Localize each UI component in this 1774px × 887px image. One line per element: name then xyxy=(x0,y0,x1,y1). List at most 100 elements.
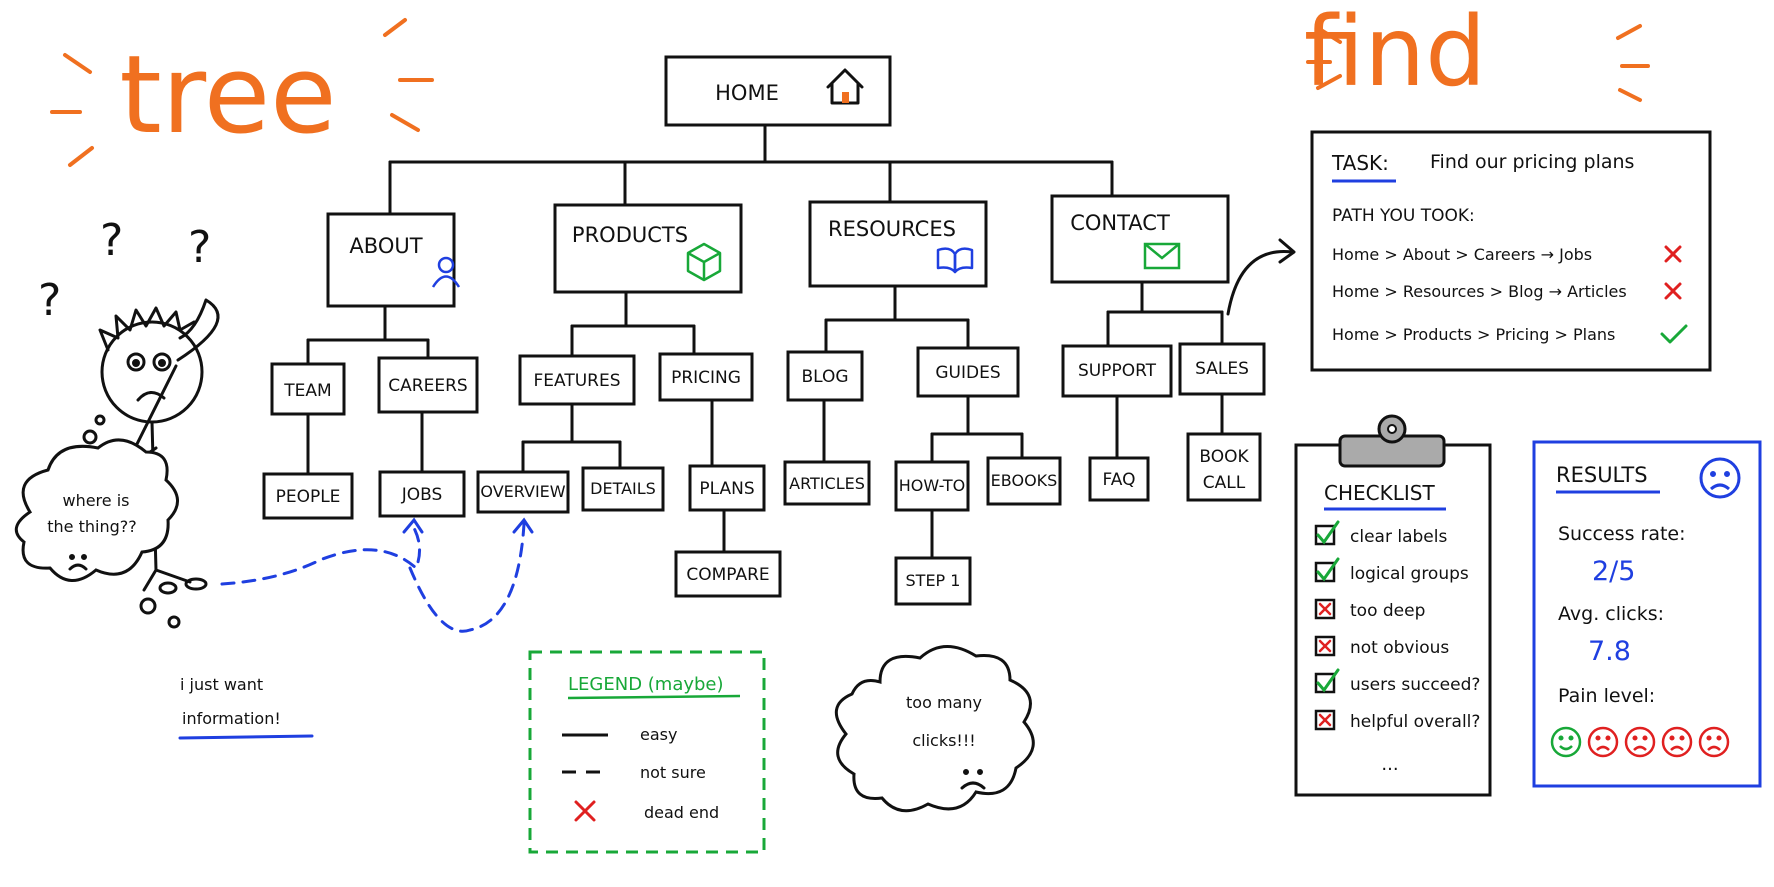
checklist-item: too deep xyxy=(1314,598,1425,621)
question-marks: ? ? ? xyxy=(38,215,211,326)
user-icon xyxy=(431,256,461,288)
path-row: Home > Resources > Blog → Articles xyxy=(1332,282,1682,301)
cloud-line-2: clicks!!! xyxy=(912,731,975,750)
node-how-to: HOW-TO xyxy=(894,460,970,512)
node-blog-label: BLOG xyxy=(801,367,848,387)
node-products-label: PRODUCTS xyxy=(572,223,688,247)
node-details-label: DETAILS xyxy=(590,479,656,498)
sad-face-icon xyxy=(1661,726,1693,758)
node-details: DETAILS xyxy=(581,466,665,512)
node-team: TEAM xyxy=(270,362,346,416)
caption-line-1: i just want xyxy=(180,675,263,694)
node-step-1: STEP 1 xyxy=(894,556,972,606)
book-icon xyxy=(936,247,974,274)
legend-item-dead-end: dead end xyxy=(644,803,719,822)
node-guides-label: GUIDES xyxy=(935,363,1000,383)
title-find-group: find xyxy=(1304,0,1650,108)
path-text: Home > About > Careers → Jobs xyxy=(1332,245,1592,264)
fail-x-icon xyxy=(1664,282,1682,300)
node-about: ABOUT xyxy=(326,212,461,308)
box-icon xyxy=(686,242,722,282)
node-about-label: ABOUT xyxy=(349,234,422,258)
thought-line-1: where is xyxy=(62,491,129,510)
node-guides: GUIDES xyxy=(916,346,1020,398)
node-blog: BLOG xyxy=(786,350,864,402)
node-plans-label: PLANS xyxy=(699,479,754,499)
node-compare: COMPARE xyxy=(674,550,782,598)
thought-cloud-left: where is the thing?? xyxy=(14,414,181,629)
check-icon xyxy=(1316,557,1340,582)
title-tree-group: tree xyxy=(50,18,434,167)
fail-x-icon xyxy=(1664,245,1682,263)
question-mark-3: ? xyxy=(188,222,211,273)
node-features: FEATURES xyxy=(518,354,636,406)
checklist-item: clear labels xyxy=(1314,520,1447,547)
arrow-to-task xyxy=(1226,238,1296,316)
checklist-more: ... xyxy=(1381,754,1398,775)
legend-item-not-sure: not sure xyxy=(640,763,706,782)
node-ebooks-label: EBOOKS xyxy=(991,471,1058,490)
legend: LEGEND (maybe) easy not sure dead end xyxy=(528,650,766,854)
checklist-item-label: users succeed? xyxy=(1350,675,1480,695)
burst-lines-left xyxy=(50,18,434,167)
caption-underline xyxy=(178,734,314,740)
checklist-item-label: too deep xyxy=(1350,601,1425,621)
caption-line-2: information! xyxy=(182,709,281,728)
burst-lines-right xyxy=(1306,24,1650,102)
clicks-label: Avg. clicks: xyxy=(1558,603,1664,625)
node-book-call-label-1: BOOK xyxy=(1199,447,1249,467)
node-careers: CAREERS xyxy=(377,356,479,414)
node-pricing-label: PRICING xyxy=(671,368,741,388)
sad-face-icon xyxy=(960,769,986,790)
node-articles-label: ARTICLES xyxy=(789,474,865,493)
sad-face-icon xyxy=(68,554,88,571)
node-team-label: TEAM xyxy=(283,381,331,401)
node-home-label: HOME xyxy=(715,81,779,105)
node-support-label: SUPPORT xyxy=(1078,361,1157,381)
node-contact: CONTACT xyxy=(1050,194,1230,284)
checklist-item: logical groups xyxy=(1314,557,1469,584)
checklist-item-label: clear labels xyxy=(1350,527,1447,547)
node-contact-label: CONTACT xyxy=(1070,211,1170,235)
clicks-cloud: too many clicks!!! xyxy=(835,645,1035,813)
node-overview: OVERVIEW xyxy=(476,470,570,514)
node-products: PRODUCTS xyxy=(553,203,743,294)
dashed-arrowheads xyxy=(402,517,534,534)
checklist-item: helpful overall? xyxy=(1314,709,1480,732)
confused-person: ? ? ? where is the thin xyxy=(14,215,314,740)
happy-face-icon xyxy=(1550,726,1582,758)
sad-face-icon xyxy=(1698,726,1730,758)
node-book-call-label-2: CALL xyxy=(1203,473,1246,493)
node-overview-label: OVERVIEW xyxy=(480,482,565,501)
node-people-label: PEOPLE xyxy=(276,487,341,507)
results-sad-face-icon xyxy=(1699,457,1741,499)
x-icon xyxy=(1318,713,1332,727)
success-value: 2/5 xyxy=(1592,556,1635,587)
node-step-1-label: STEP 1 xyxy=(906,571,961,590)
task-panel: TASK: Find our pricing plans PATH YOU TO… xyxy=(1310,130,1712,372)
node-people: PEOPLE xyxy=(262,472,354,520)
pain-label: Pain level: xyxy=(1558,685,1655,707)
legend-title-underline xyxy=(567,694,741,700)
sad-face-icon xyxy=(1587,726,1619,758)
node-support: SUPPORT xyxy=(1061,344,1173,398)
node-resources: RESOURCES xyxy=(808,200,988,288)
x-icon xyxy=(1318,639,1332,653)
path-text: Home > Products > Pricing > Plans xyxy=(1332,325,1615,344)
node-jobs: JOBS xyxy=(378,470,466,518)
cloud-line-1: too many xyxy=(906,693,982,712)
checklist-items: clear labels logical groups too deep not ob… xyxy=(1314,520,1480,732)
tree-connectors xyxy=(306,123,1224,560)
clicks-value: 7.8 xyxy=(1588,636,1631,667)
path-text: Home > Resources > Blog → Articles xyxy=(1332,282,1627,301)
success-label: Success rate: xyxy=(1558,523,1686,545)
results-panel: RESULTS Success rate: 2/5 Avg. clicks: 7… xyxy=(1532,440,1762,788)
node-jobs-label: JOBS xyxy=(401,485,443,505)
checklist-item-label: not obvious xyxy=(1350,638,1449,658)
path-heading: PATH YOU TOOK: xyxy=(1332,206,1475,226)
node-faq-label: FAQ xyxy=(1103,470,1136,490)
checklist-item-label: helpful overall? xyxy=(1350,712,1480,732)
